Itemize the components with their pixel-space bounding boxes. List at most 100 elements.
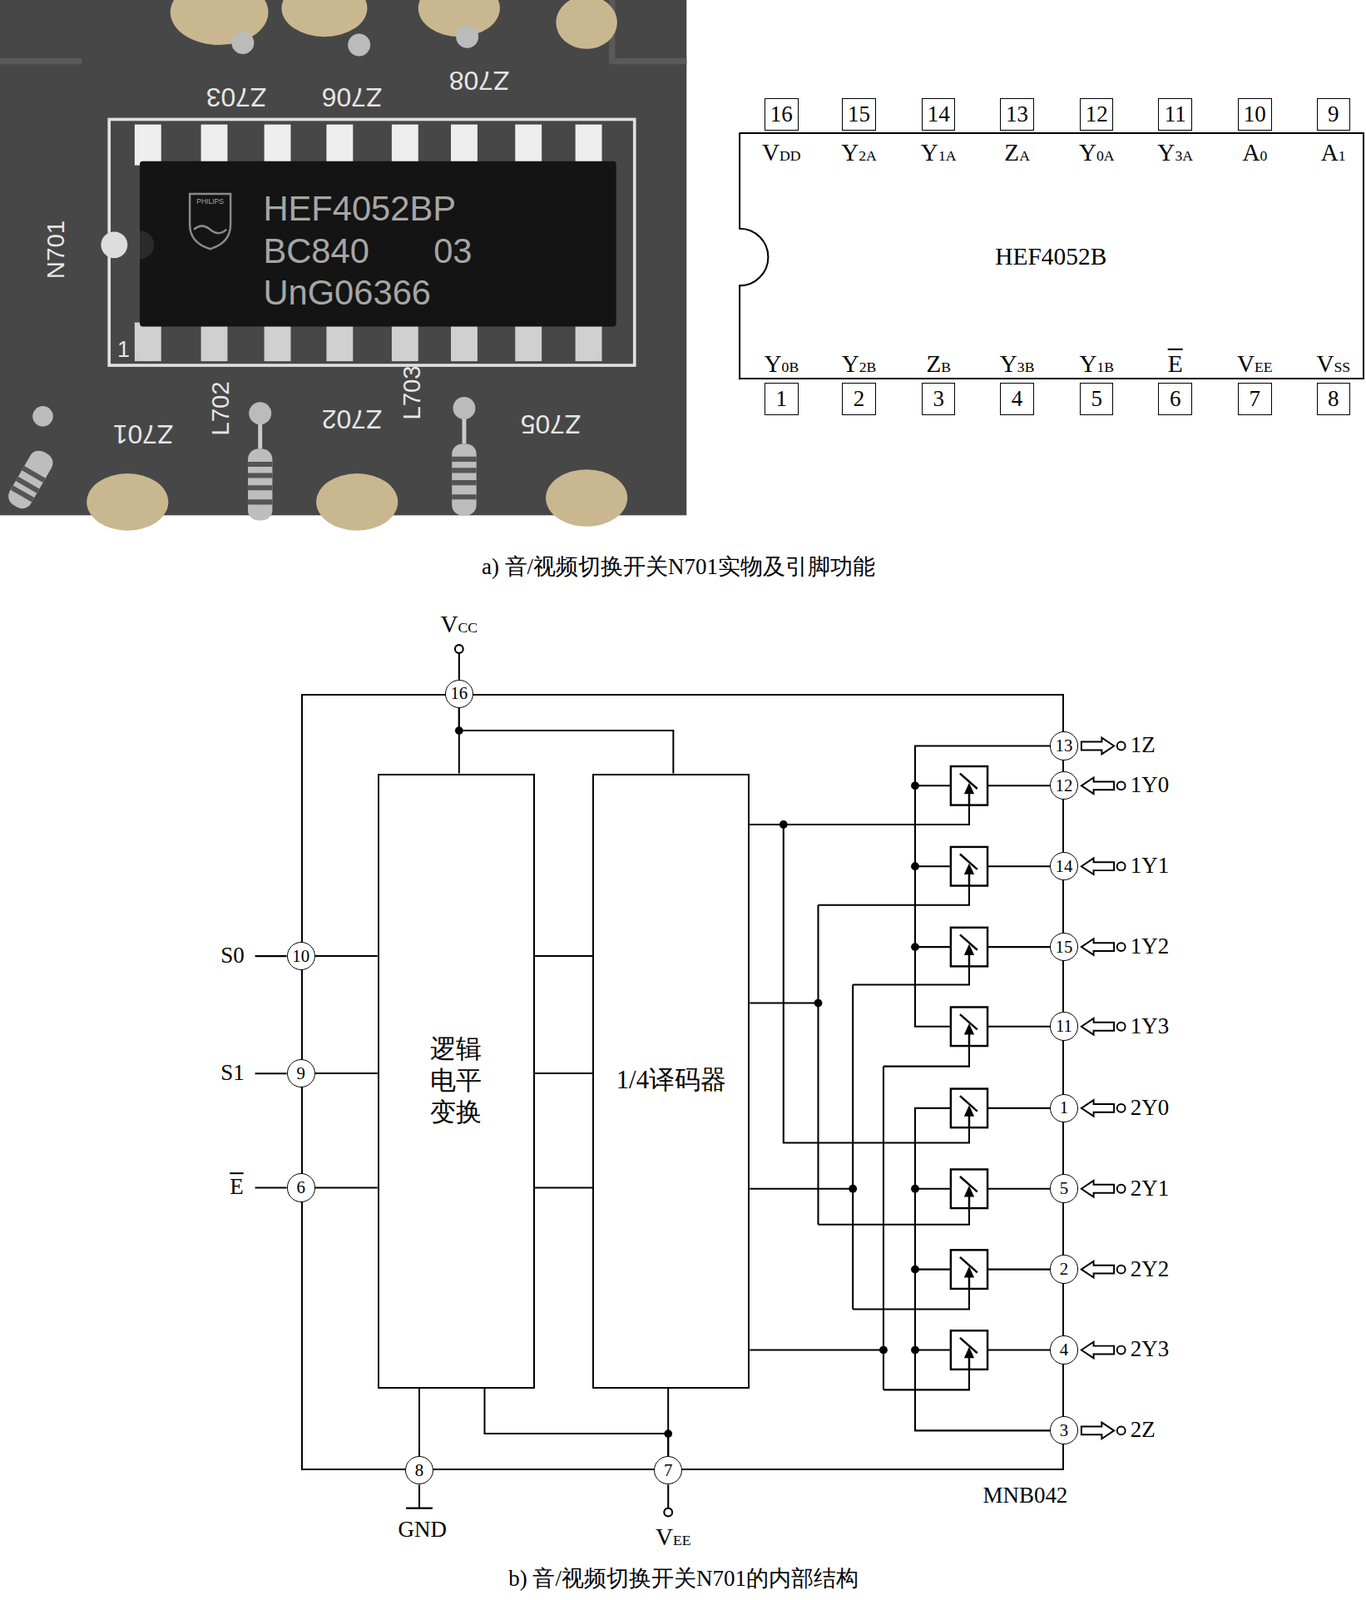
internal-wiring (255, 644, 1052, 1516)
pin-name: Y1A (920, 138, 957, 166)
node-text: 2 (853, 386, 865, 412)
silkscreen-label: Z701 (112, 419, 174, 449)
node-text: 1/4译码器 (616, 1066, 727, 1095)
signal-name: GND (397, 1518, 446, 1544)
node-text: HEF4052B (994, 242, 1107, 270)
pin-number-box: 14 (921, 98, 956, 131)
node-text: 14 (1055, 856, 1074, 877)
node-text: 1 (1059, 1098, 1069, 1118)
logic-level-block: 逻辑 电平 变换 (377, 773, 535, 1389)
node-text: 11 (1164, 102, 1187, 128)
pin-name: Y0B (764, 350, 800, 377)
node-text: 4 (1011, 386, 1023, 412)
connector (534, 955, 594, 957)
node-text: 13 (1055, 736, 1074, 756)
signal-name: 2Z (1130, 1417, 1156, 1443)
pin-circle: 1 (1049, 1093, 1079, 1123)
pin-circle: 5 (1049, 1173, 1079, 1203)
silkscreen-label: Z705 (520, 408, 582, 438)
pin-name: Y2A (841, 138, 877, 166)
figure-caption: b) 音/视频切换开关N701的内部结构 (508, 1566, 859, 1592)
ic-outline: MNB04216逻辑 电平 变换1/4译码器131214151115243109… (301, 693, 1065, 1470)
signal-name: 1Y3 (1130, 1014, 1169, 1040)
connector (534, 1186, 594, 1188)
pin-name: E (229, 1175, 243, 1201)
silkscreen-label: Z708 (449, 64, 510, 95)
pin-name: ZA (1004, 138, 1030, 166)
pin-circle: 4 (1049, 1335, 1079, 1364)
pin-number-box: 10 (1237, 98, 1272, 131)
node-text: 3 (932, 386, 944, 412)
analog-switch (950, 766, 988, 1370)
chip-marking: HEF4052BP (262, 189, 456, 228)
pin-circle: 12 (1049, 771, 1079, 800)
connector (418, 1388, 421, 1456)
pin-number-box: 12 (1079, 98, 1114, 131)
pin-name: E (1168, 349, 1183, 377)
connector (315, 955, 378, 957)
silkscreen-label: L702 (207, 381, 234, 436)
node-text: 6 (296, 1177, 306, 1198)
pin-name: VDD (762, 138, 802, 166)
node-text: 15 (1055, 937, 1074, 957)
node-text: 3 (1059, 1420, 1069, 1441)
pin-circle: 2 (1049, 1254, 1079, 1283)
node-text: 2 (1059, 1259, 1069, 1279)
node-text: 16 (450, 683, 468, 703)
node-text: 12 (1085, 102, 1109, 128)
pin-number-box: 2 (841, 382, 876, 416)
chip-package: HEF4052B (739, 132, 1364, 380)
silkscreen-label: N701 (42, 220, 70, 279)
pin-number-box: 9 (1316, 98, 1351, 131)
node-text: 4 (1059, 1340, 1069, 1360)
connector (667, 1388, 669, 1456)
chip-marking: PHILIPS (196, 197, 224, 206)
pin-name: Y1B (1078, 350, 1114, 377)
package-outline (739, 132, 768, 380)
signal-name: 2Y2 (1130, 1257, 1169, 1282)
node-text: 8 (1327, 386, 1339, 412)
node-text: 11 (1055, 1016, 1073, 1036)
pin-name: ZB (925, 350, 951, 377)
node-text: 10 (1243, 102, 1267, 128)
pin-name: A0 (1242, 138, 1268, 166)
node-text: 1 (776, 386, 787, 412)
pin-name: Y0A (1078, 138, 1115, 166)
figure-caption: a) 音/视频切换开关N701实物及引脚功能 (481, 554, 876, 580)
signal-name: 1Z (1130, 733, 1156, 759)
silkscreen-label: Z702 (321, 403, 383, 433)
chip-marking: 03 (433, 232, 472, 271)
pin-circle: 10 (287, 941, 316, 971)
io-arrow (1081, 737, 1126, 1440)
connector (459, 707, 674, 773)
pin-number-box: 5 (1079, 382, 1114, 416)
pin-circle: 7 (653, 1455, 683, 1485)
node-text: 13 (1005, 102, 1029, 128)
pin-number-box: 16 (764, 98, 798, 131)
node-text: 5 (1059, 1178, 1069, 1198)
pin-circle: 3 (1049, 1415, 1079, 1445)
pin-circle: 16 (445, 679, 474, 708)
silkscreen-label: 1 (117, 337, 130, 363)
pin-circle: 9 (287, 1059, 316, 1088)
pin-circle: 11 (1049, 1011, 1079, 1040)
signal-name: S0 (220, 943, 244, 969)
signal-name: 2Y1 (1130, 1176, 1169, 1202)
chip-marking: BC840 (262, 232, 369, 271)
silkscreen-label: Z706 (321, 82, 383, 112)
connector (315, 1072, 378, 1074)
node-text: 逻辑 电平 变换 (429, 1033, 483, 1129)
pin-name: VEE (1237, 350, 1273, 377)
pin-name: VSS (1316, 350, 1351, 377)
pin-circle: 8 (405, 1455, 434, 1485)
pin-name: Y2B (841, 350, 877, 377)
node-text: 6 (1169, 386, 1181, 412)
pin-number-box: 4 (999, 382, 1034, 416)
connector (534, 1072, 594, 1074)
signal-name: 2Y0 (1130, 1095, 1169, 1121)
node-text: 7 (663, 1460, 673, 1480)
node-text: 10 (292, 946, 310, 966)
node-text: 12 (1055, 776, 1074, 796)
node-text: 5 (1091, 386, 1103, 412)
signal-name: 1Y0 (1130, 772, 1169, 798)
